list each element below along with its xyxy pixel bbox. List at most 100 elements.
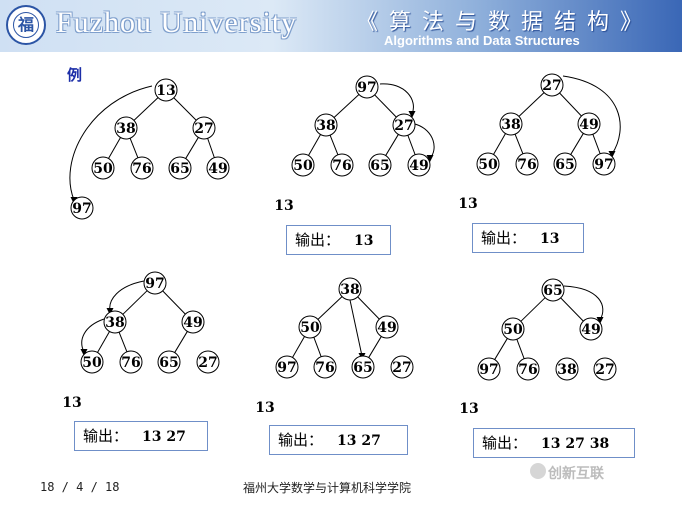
tree-edge: [133, 97, 159, 121]
node-circle: [313, 355, 337, 379]
swap-arrow: [414, 123, 435, 159]
node-circle: [499, 112, 523, 136]
node-value: 38: [105, 315, 124, 331]
heap-node: 50: [298, 315, 322, 339]
node-value: 49: [183, 315, 202, 331]
node-circle: [70, 196, 94, 220]
heap-node: 49: [577, 112, 601, 136]
node-value: 65: [543, 283, 562, 299]
heap-node: 65: [541, 278, 565, 302]
node-value: 50: [293, 158, 313, 174]
node-circle: [298, 315, 322, 339]
tree-edge: [385, 134, 399, 156]
node-value: 76: [518, 362, 537, 378]
output-box-6: 输出：13 27 38: [473, 428, 635, 458]
logo-emblem: 福: [13, 12, 39, 38]
node-circle: [579, 317, 603, 341]
heap-node: 38: [103, 310, 127, 334]
heap-node: 49: [407, 153, 431, 177]
output-box-3: 输出：13: [472, 223, 584, 253]
tree-edge: [374, 94, 397, 118]
tree-edge: [108, 137, 121, 159]
heap-node: 76: [130, 156, 154, 180]
heap-node: 65: [553, 152, 577, 176]
swap-arrow: [562, 75, 621, 155]
node-circle: [91, 156, 115, 180]
node-circle: [516, 357, 540, 381]
slide-date: 18 / 4 / 18: [40, 480, 120, 494]
heap-node: 76: [313, 355, 337, 379]
node-circle: [577, 112, 601, 136]
swap-arrow: [81, 318, 105, 353]
node-circle: [501, 317, 525, 341]
node-value: 65: [170, 161, 189, 177]
tree-edge: [333, 94, 360, 118]
output-node-value: 13: [459, 401, 478, 417]
heap-node: 97: [355, 75, 379, 99]
node-circle: [553, 152, 577, 176]
tree-edge: [129, 138, 139, 158]
heap-node: 49: [206, 156, 230, 180]
output-values: 13: [540, 231, 560, 247]
node-value: 76: [315, 360, 334, 376]
heap-node: 76: [330, 153, 354, 177]
heap-node: 27: [196, 350, 220, 374]
arrow-head: [408, 111, 416, 118]
node-value: 50: [93, 161, 113, 177]
tree-edge: [592, 134, 601, 154]
node-circle: [541, 278, 565, 302]
output-box-4: 输出：13 27: [74, 421, 208, 451]
node-circle: [103, 310, 127, 334]
arrow-head: [596, 317, 604, 324]
output-box-5: 输出：13 27: [269, 425, 408, 455]
tree-edge: [308, 134, 321, 156]
heap-node: 76: [119, 350, 143, 374]
heap-node: 27: [593, 357, 617, 381]
node-value: 97: [72, 201, 91, 217]
node-circle: [275, 355, 299, 379]
node-circle: [314, 113, 338, 137]
node-circle: [515, 152, 539, 176]
node-circle: [206, 156, 230, 180]
heap-node: 97: [275, 355, 299, 379]
node-value: 49: [377, 320, 396, 336]
node-circle: [593, 357, 617, 381]
node-value: 27: [194, 121, 213, 137]
heap-node: 97: [477, 357, 501, 381]
output-node-value: 13: [255, 400, 274, 416]
node-circle: [192, 116, 216, 140]
node-value: 97: [277, 360, 296, 376]
node-circle: [392, 113, 416, 137]
tree-edge: [559, 92, 582, 117]
tree-edge: [368, 336, 382, 358]
heap-node: 97: [143, 271, 167, 295]
tree-edge: [174, 331, 188, 353]
course-title-cn: 《 算 法 与 数 据 结 构 》: [356, 10, 644, 35]
node-value: 49: [579, 117, 598, 133]
output-values: 13 27: [337, 433, 381, 449]
heap-node: 49: [579, 317, 603, 341]
node-value: 38: [557, 362, 576, 378]
tree-edge: [493, 133, 506, 155]
tree-edge: [162, 290, 186, 315]
node-circle: [168, 156, 192, 180]
tree-edge: [518, 92, 545, 117]
node-value: 38: [501, 117, 520, 133]
swap-arrow: [349, 299, 363, 357]
node-circle: [355, 75, 379, 99]
tree-edge: [317, 296, 343, 320]
node-circle: [157, 350, 181, 374]
output-label: 输出：: [482, 434, 528, 452]
swap-arrow: [379, 83, 414, 115]
heap-node: 13: [154, 78, 178, 102]
heap-node: 38: [338, 277, 362, 301]
tree-edge: [494, 338, 508, 360]
course-title-en: Algorithms and Data Structures: [384, 33, 580, 48]
heap-node: 65: [351, 355, 375, 379]
tree-edge: [514, 134, 524, 154]
tree-edge: [516, 339, 525, 359]
tree-edge: [520, 297, 546, 322]
